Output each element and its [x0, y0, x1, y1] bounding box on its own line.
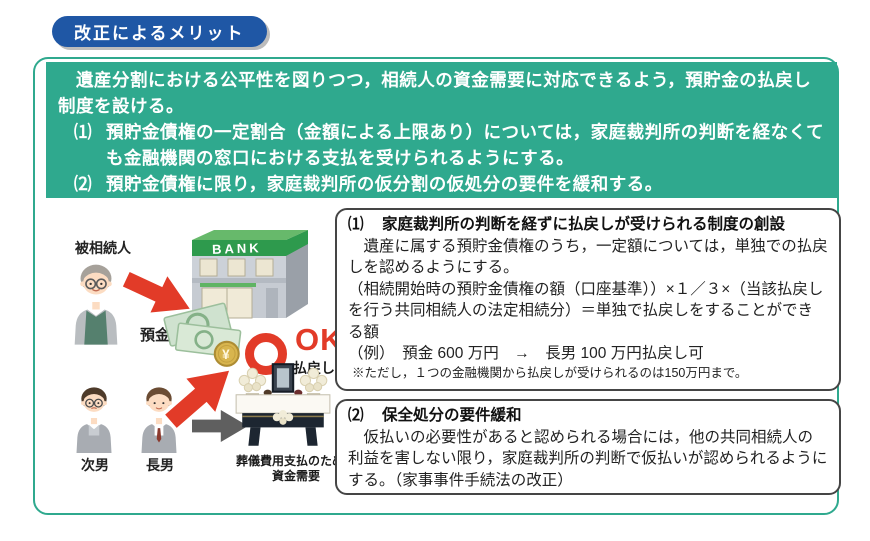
second-son-person-icon — [76, 387, 112, 453]
detail-box-2-heading: 保全処分の要件緩和 — [382, 407, 522, 424]
detail-box-1-heading-row: ⑴ 家庭裁判所の判断を経ずに払戻しが受けられる制度の創設 — [348, 214, 828, 236]
deposit-arrow-icon — [122, 271, 190, 313]
detail-box-1-example: （例） 預金 600 万円 → 長男 100 万円払戻し可 — [348, 345, 704, 362]
detail-box-1-paragraph: 遺産に属する預貯金債権のうち，一定額については，単独での払戻しを認めるようにする… — [348, 237, 828, 277]
second-son-label: 次男 — [81, 457, 109, 473]
content-container: 遺産分割における公平性を図りつつ，相続人の資金需要に対応できるよう，預貯金の払戻… — [33, 57, 841, 515]
detail-box-1-number: ⑴ — [348, 216, 364, 233]
page-title: 改正によるメリット — [52, 16, 267, 47]
summary-item-1-text: 預貯金債権の一定割合（金額による上限あり）については，家庭裁判所の判断を経なくて… — [106, 122, 825, 168]
detail-box-1-formula: （相続開始時の預貯金債権の額（口座基準））×１／３×（当該払戻しを行う共同相続人… — [348, 280, 824, 341]
summary-item-2: ⑵ 預貯金債権に限り，家庭裁判所の仮分割の仮処分の要件を緩和する。 — [74, 171, 825, 197]
detail-box-1: ⑴ 家庭裁判所の判断を経ずに払戻しが受けられる制度の創設 遺産に属する預貯金債権… — [335, 208, 841, 391]
detail-box-2-number: ⑵ — [348, 407, 364, 424]
decedent-label: 被相続人 — [75, 240, 131, 256]
funeral-caption-line1: 葬儀費用支払のための — [235, 454, 356, 468]
detail-box-2-paragraph: 仮払いの必要性があると認められる場合には，他の共同相続人の利益を害しない限り，家… — [348, 428, 828, 489]
funeral-need-arrow-icon — [192, 410, 248, 442]
summary-item-1-number: ⑴ — [74, 122, 92, 142]
summary-item-1: ⑴ 預貯金債権の一定割合（金額による上限あり）については，家庭裁判所の判断を経な… — [74, 119, 825, 171]
eldest-son-person-icon — [141, 387, 177, 453]
detail-box-2-heading-row: ⑵ 保全処分の要件緩和 — [348, 405, 828, 427]
illustration-panel: 被相続人 預金 — [42, 202, 356, 514]
withdrawal-arrow-icon — [165, 370, 230, 428]
ok-label: OK — [295, 322, 344, 357]
summary-intro: 遺産分割における公平性を図りつつ，相続人の資金需要に対応できるよう，預貯金の払戻… — [58, 70, 812, 116]
bank-sign-text: BANK — [212, 240, 262, 257]
money-icon: ¥ — [163, 302, 242, 367]
decedent-person-icon — [74, 264, 118, 345]
funeral-caption: 葬儀費用支払のための 資金需要 — [220, 454, 372, 483]
detail-box-1-heading: 家庭裁判所の判断を経ずに払戻しが受けられる制度の創設 — [382, 216, 786, 233]
funeral-altar-icon — [235, 363, 331, 446]
summary-item-2-text: 預貯金債権に限り，家庭裁判所の仮分割の仮処分の要件を緩和する。 — [106, 174, 663, 194]
ok-circle-icon — [245, 333, 287, 375]
summary-box: 遺産分割における公平性を図りつつ，相続人の資金需要に対応できるよう，預貯金の払戻… — [46, 62, 837, 198]
eldest-son-label: 長男 — [146, 457, 174, 473]
summary-item-2-number: ⑵ — [74, 174, 92, 194]
funeral-caption-line2: 資金需要 — [271, 468, 320, 483]
bank-building-icon: BANK — [192, 230, 308, 319]
coin-yen-symbol: ¥ — [222, 347, 230, 362]
detail-box-1-note: ※ただし，１つの金融機関から払戻しが受けられるのは150万円まで。 — [352, 365, 748, 380]
deposit-label: 預金 — [140, 327, 171, 344]
detail-box-2: ⑵ 保全処分の要件緩和 仮払いの必要性があると認められる場合には，他の共同相続人… — [335, 399, 841, 495]
